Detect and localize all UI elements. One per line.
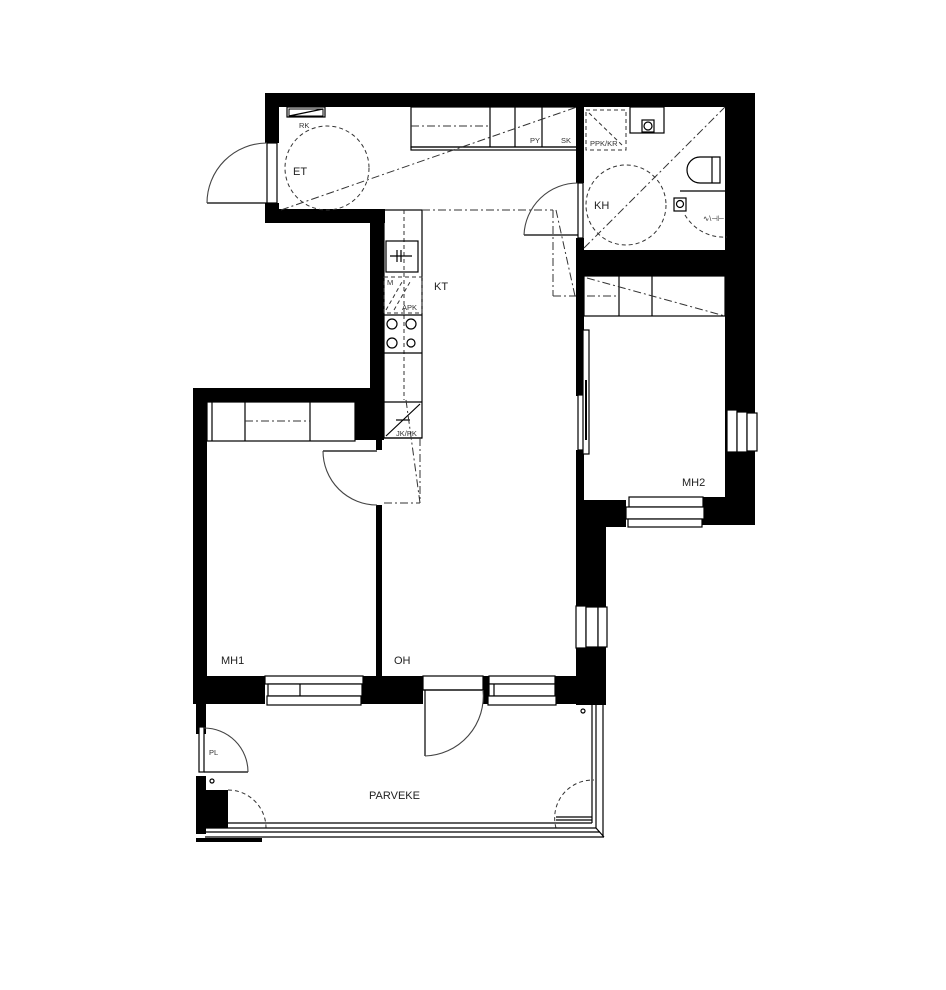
kitchen-area [383,209,576,504]
room-label-living-room: OH [394,655,411,667]
fixture-label-balcony-storage: PL [209,748,218,757]
entrance-area [280,106,578,211]
fixture-label-coat-rack: RK [299,121,309,130]
room-label-bedroom-1: MH1 [221,655,244,667]
bathroom-area: ∿\⊣⊢ [583,106,728,249]
fixture-label-washer-space: PPK/KR [590,139,618,148]
room-label-bathroom: KH [594,200,609,212]
fixture-label-cleaning-cabinet: SK [561,136,571,145]
room-label-bedroom-2: MH2 [682,477,705,489]
room-label-kitchen: KT [434,281,448,293]
bedroom-1-area [206,401,356,442]
exterior-walls [193,93,755,842]
fixture-label-washer-dryer: PY [530,136,540,145]
bedroom-2-area [582,275,726,455]
room-label-balcony: PARVEKE [369,790,420,802]
fixture-label-fridge: JK/PK [396,429,417,438]
doors [198,142,595,829]
fixture-label-microwave: M [387,278,393,287]
windows [264,142,758,706]
fixture-label-dishwasher: APK [402,303,417,312]
room-label-entrance: ET [293,166,307,178]
room-labels: ET KT KH MH2 MH1 OH PARVEKE RK PY SK PPK… [209,121,705,802]
svg-text:∿\⊣⊢: ∿\⊣⊢ [703,214,725,223]
balcony-outline [205,704,605,838]
